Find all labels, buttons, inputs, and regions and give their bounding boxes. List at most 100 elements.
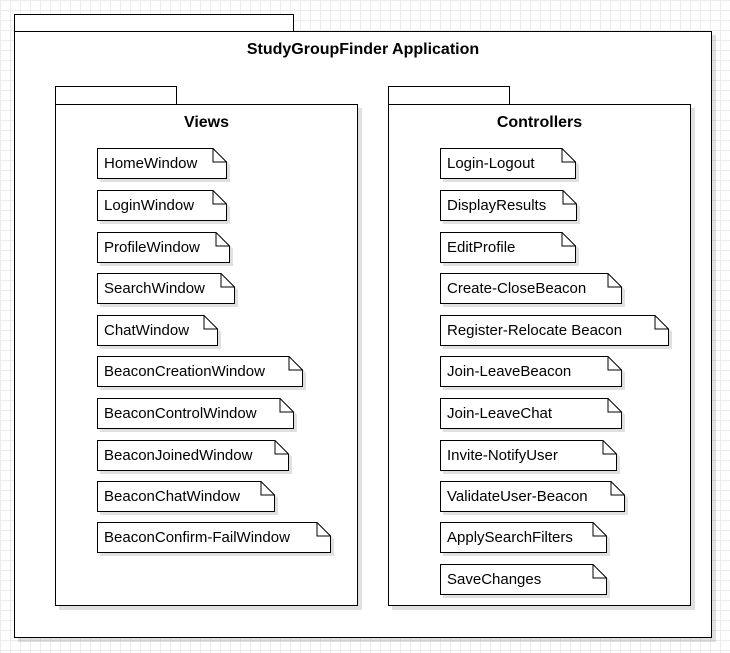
note-label: SearchWindow xyxy=(104,280,205,297)
note-body xyxy=(440,315,669,346)
note-fold xyxy=(212,148,227,163)
note-body xyxy=(440,356,622,387)
view-note-beacon-chat-window[interactable]: BeaconChatWindow xyxy=(97,481,275,512)
note-shape xyxy=(97,356,303,387)
note-fold xyxy=(602,440,617,455)
note-shape xyxy=(440,315,669,346)
note-shape xyxy=(440,232,576,263)
view-note-login-window[interactable]: LoginWindow xyxy=(97,190,227,221)
controller-note-join-leave-chat[interactable]: Join-LeaveChat xyxy=(440,398,622,429)
note-label: ValidateUser-Beacon xyxy=(447,488,588,505)
note-label: Invite-NotifyUser xyxy=(447,447,558,464)
note-label: Login-Logout xyxy=(447,155,535,172)
note-shape xyxy=(97,398,294,429)
note-shape xyxy=(97,440,289,471)
note-body xyxy=(440,398,622,429)
application-package-title: StudyGroupFinder Application xyxy=(246,41,480,58)
note-shape xyxy=(440,190,577,221)
note-body xyxy=(440,522,607,553)
view-note-chat-window[interactable]: ChatWindow xyxy=(97,315,218,346)
note-fold xyxy=(654,315,669,330)
note-shape xyxy=(97,481,275,512)
note-fold xyxy=(562,190,577,205)
note-body xyxy=(440,273,622,304)
note-fold xyxy=(607,398,622,413)
note-body xyxy=(97,522,331,553)
note-body xyxy=(440,148,576,179)
note-fold xyxy=(212,190,227,205)
note-label: BeaconCreationWindow xyxy=(104,363,265,380)
view-note-beacon-joined-window[interactable]: BeaconJoinedWindow xyxy=(97,440,289,471)
view-note-beacon-creation-window[interactable]: BeaconCreationWindow xyxy=(97,356,303,387)
note-shape xyxy=(97,315,218,346)
note-fold xyxy=(561,148,576,163)
note-fold xyxy=(592,564,607,579)
note-label: BeaconControlWindow xyxy=(104,405,257,422)
note-fold xyxy=(279,398,294,413)
note-label: LoginWindow xyxy=(104,197,195,214)
controller-note-save-changes[interactable]: SaveChanges xyxy=(440,564,607,595)
note-shape xyxy=(440,440,617,471)
note-body xyxy=(97,481,275,512)
controller-note-invite-notify-user[interactable]: Invite-NotifyUser xyxy=(440,440,617,471)
controller-note-display-results[interactable]: DisplayResults xyxy=(440,190,577,221)
note-fold xyxy=(274,440,289,455)
note-body xyxy=(440,440,617,471)
note-fold xyxy=(607,356,622,371)
note-label: ApplySearchFilters xyxy=(447,529,573,546)
controller-note-apply-search-filters[interactable]: ApplySearchFilters xyxy=(440,522,607,553)
application-package-tab xyxy=(14,14,294,32)
controller-note-edit-profile[interactable]: EditProfile xyxy=(440,232,576,263)
note-label: Join-LeaveBeacon xyxy=(447,363,572,380)
views-package-title: Views xyxy=(183,114,230,131)
controller-note-login-logout[interactable]: Login-Logout xyxy=(440,148,576,179)
note-body xyxy=(97,315,218,346)
note-fold xyxy=(220,273,235,288)
note-label: BeaconConfirm-FailWindow xyxy=(104,529,290,546)
note-shape xyxy=(440,148,576,179)
note-fold xyxy=(592,522,607,537)
note-fold xyxy=(316,522,331,537)
controllers-package-tab xyxy=(388,86,510,105)
note-label: Register-Relocate Beacon xyxy=(447,322,623,339)
note-fold xyxy=(260,481,275,496)
controllers-package-title: Controllers xyxy=(496,114,583,131)
note-body xyxy=(97,398,294,429)
controller-note-register-relocate-beacon[interactable]: Register-Relocate Beacon xyxy=(440,315,669,346)
note-shape xyxy=(440,564,607,595)
note-shape xyxy=(440,273,622,304)
note-body xyxy=(97,190,227,221)
note-label: HomeWindow xyxy=(104,155,198,172)
note-label: SaveChanges xyxy=(447,571,542,588)
view-note-beacon-control-window[interactable]: BeaconControlWindow xyxy=(97,398,294,429)
controller-note-create-close-beacon[interactable]: Create-CloseBeacon xyxy=(440,273,622,304)
note-shape xyxy=(440,398,622,429)
note-label: BeaconChatWindow xyxy=(104,488,240,505)
view-note-search-window[interactable]: SearchWindow xyxy=(97,273,235,304)
note-shape xyxy=(97,273,235,304)
note-body xyxy=(440,481,625,512)
note-shape xyxy=(97,190,227,221)
note-fold xyxy=(561,232,576,247)
note-label: DisplayResults xyxy=(447,197,547,214)
note-body xyxy=(97,440,289,471)
note-shape xyxy=(440,481,625,512)
controller-note-validate-user-beacon[interactable]: ValidateUser-Beacon xyxy=(440,481,625,512)
note-label: Join-LeaveChat xyxy=(447,405,553,422)
note-label: ProfileWindow xyxy=(104,239,200,256)
note-fold xyxy=(610,481,625,496)
views-package-tab xyxy=(55,86,177,105)
view-note-profile-window[interactable]: ProfileWindow xyxy=(97,232,230,263)
note-label: Create-CloseBeacon xyxy=(447,280,587,297)
note-body xyxy=(97,356,303,387)
note-label: BeaconJoinedWindow xyxy=(104,447,253,464)
note-body xyxy=(440,190,577,221)
view-note-beacon-confirm-fail-window[interactable]: BeaconConfirm-FailWindow xyxy=(97,522,331,553)
controller-note-join-leave-beacon[interactable]: Join-LeaveBeacon xyxy=(440,356,622,387)
note-label: EditProfile xyxy=(447,239,516,256)
view-note-home-window[interactable]: HomeWindow xyxy=(97,148,227,179)
note-body xyxy=(440,564,607,595)
note-fold xyxy=(215,232,230,247)
note-shape xyxy=(97,232,230,263)
note-shape xyxy=(440,522,607,553)
